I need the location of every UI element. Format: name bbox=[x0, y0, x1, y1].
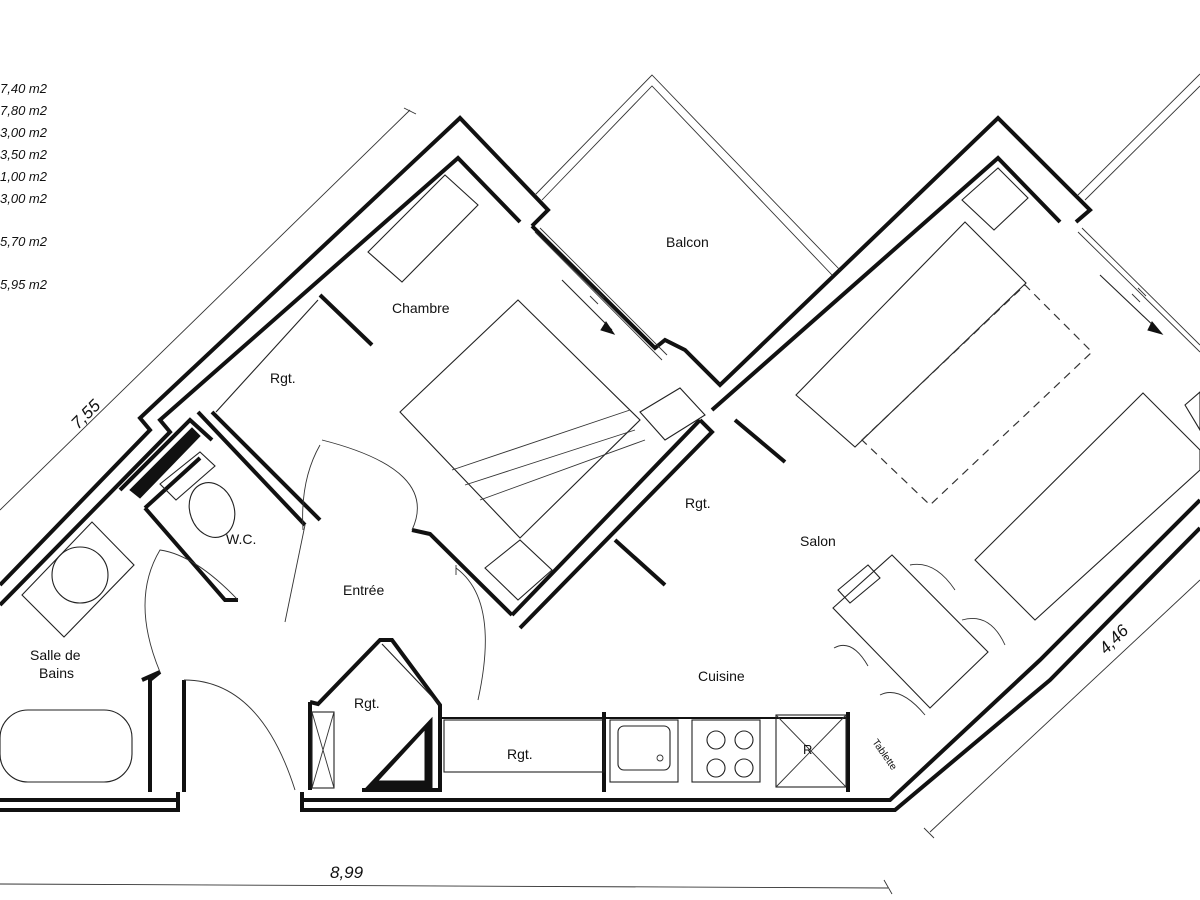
room-labels: Balcon Chambre Rgt. Rgt. Salon W.C. Entr… bbox=[30, 234, 899, 773]
label-tablette: Tablette bbox=[870, 737, 899, 772]
balcon-left bbox=[534, 74, 841, 361]
dimension-lines: 7,55 4,46 8,99 bbox=[0, 107, 1200, 895]
area-1: 7,40 m2 bbox=[0, 81, 48, 96]
label-fridge: R bbox=[803, 742, 812, 757]
label-wc: W.C. bbox=[226, 531, 256, 547]
chambre-furniture bbox=[215, 174, 706, 601]
area-3: 3,00 m2 bbox=[0, 125, 48, 140]
label-balcon: Balcon bbox=[666, 234, 709, 250]
area-2: 7,80 m2 bbox=[0, 103, 48, 118]
label-rgt-salon: Rgt. bbox=[685, 495, 711, 511]
area-list: 7,40 m2 7,80 m2 3,00 m2 3,50 m2 1,00 m2 … bbox=[0, 81, 48, 292]
bath-fixtures bbox=[0, 521, 135, 783]
label-cuisine: Cuisine bbox=[698, 668, 745, 684]
interior-walls bbox=[118, 293, 850, 792]
area-7: 5,70 m2 bbox=[0, 234, 48, 249]
label-salle-de-bains-2: Bains bbox=[39, 665, 74, 681]
kitchen-fixtures bbox=[443, 714, 847, 788]
area-6: 3,00 m2 bbox=[0, 191, 48, 206]
wc-fixture bbox=[129, 427, 236, 538]
dimension-bottom: 8,99 bbox=[330, 863, 364, 882]
label-entree: Entrée bbox=[343, 582, 384, 598]
balcon-right bbox=[1077, 73, 1200, 353]
dimension-left-diagonal: 7,55 bbox=[67, 396, 104, 433]
exterior-walls bbox=[0, 115, 1200, 812]
label-rgt-entree: Rgt. bbox=[354, 695, 380, 711]
label-chambre: Chambre bbox=[392, 300, 450, 316]
entree-closet bbox=[311, 643, 441, 789]
label-rgt-chambre: Rgt. bbox=[270, 370, 296, 386]
label-salon: Salon bbox=[800, 533, 836, 549]
label-salle-de-bains-1: Salle de bbox=[30, 647, 81, 663]
label-rgt-cuisine: Rgt. bbox=[507, 746, 533, 762]
salon-furniture bbox=[795, 167, 1200, 716]
area-4: 3,50 m2 bbox=[0, 147, 48, 162]
area-5: 1,00 m2 bbox=[0, 169, 48, 184]
area-8: 5,95 m2 bbox=[0, 277, 48, 292]
door-swings bbox=[144, 439, 486, 791]
